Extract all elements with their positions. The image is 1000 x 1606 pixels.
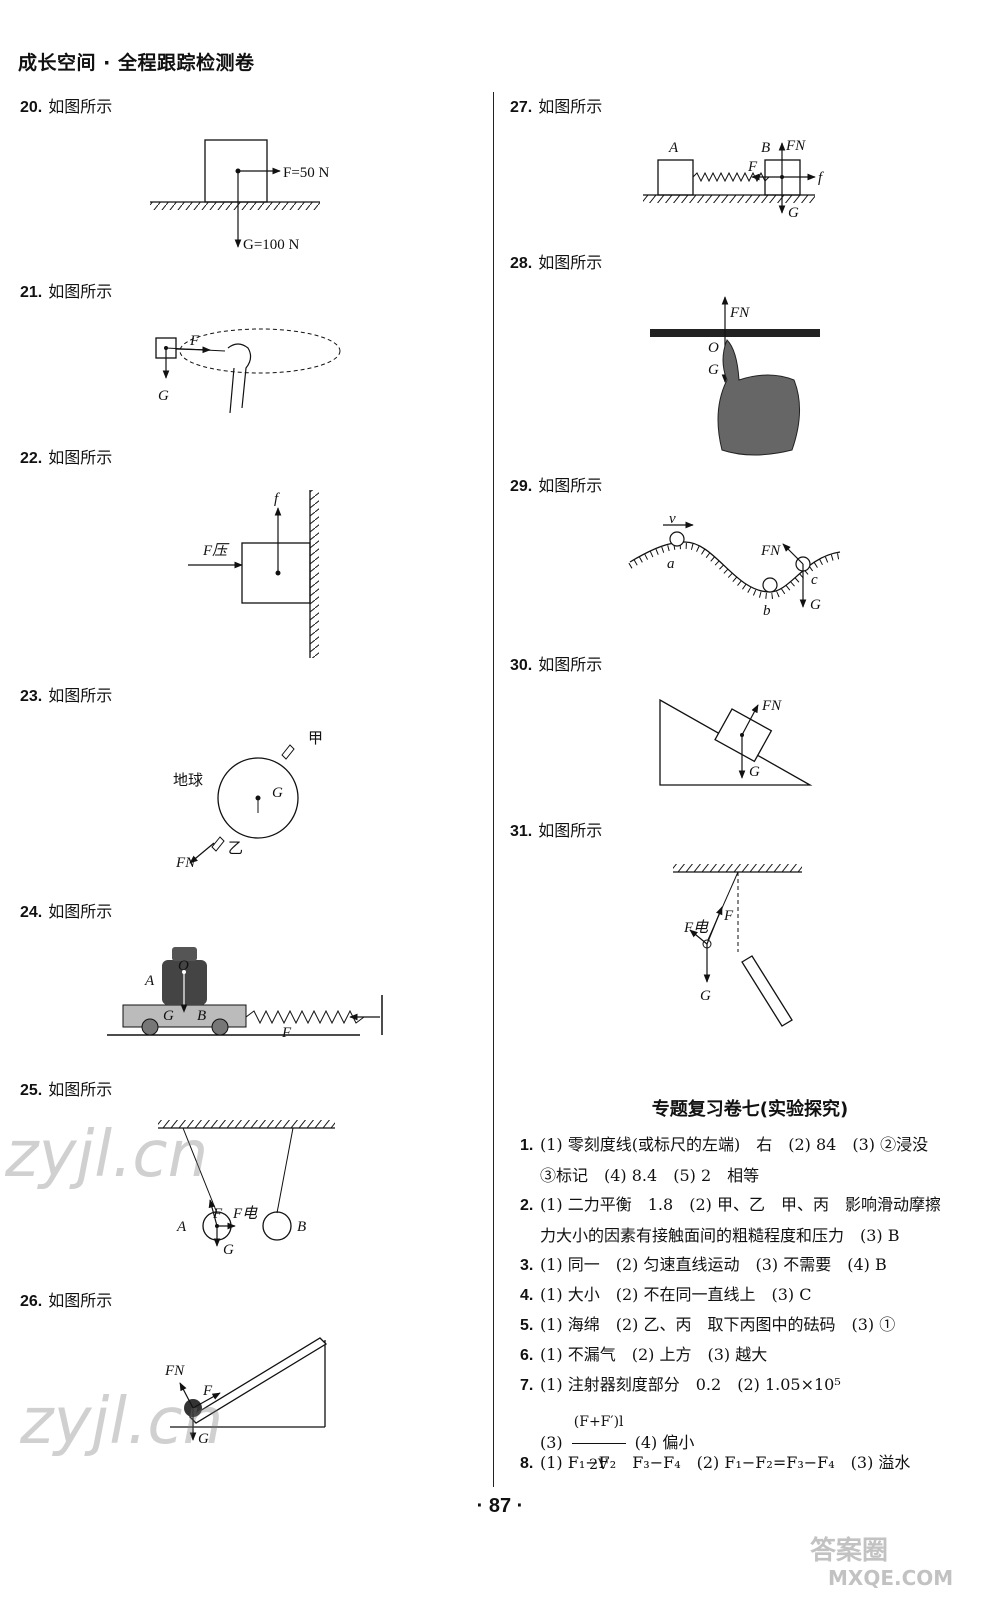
f26-force-label: F bbox=[202, 1383, 213, 1399]
column-divider bbox=[493, 92, 494, 1487]
f27-A-label: A bbox=[668, 140, 679, 156]
question-31-label: 31.如图所示 bbox=[510, 821, 603, 840]
f29-c-label: c bbox=[811, 572, 818, 588]
f27-normal-label: FN bbox=[785, 138, 806, 154]
f23-yi-label: 乙 bbox=[228, 841, 243, 857]
answer-3: 3.(1) 同一 (2) 匀速直线运动 (3) 不需要 (4) B bbox=[520, 1255, 887, 1274]
question-30-label: 30.如图所示 bbox=[510, 655, 603, 674]
figure-27: A B FN F f G bbox=[643, 138, 824, 221]
figure-20: F=50 N G=100 N bbox=[150, 139, 330, 253]
answer-1: 1.(1) 零刻度线(或标尺的左端) 右 (2) 84 (3) ②浸没 ③标记 … bbox=[520, 1135, 929, 1185]
f20-force-label: F=50 N bbox=[283, 165, 330, 181]
f21-gravity-label: G bbox=[158, 388, 169, 404]
figure-25: A B F F电 G bbox=[158, 1120, 335, 1258]
f31-tension-label: F bbox=[723, 908, 734, 924]
f20-gravity-label: G=100 N bbox=[243, 237, 300, 253]
figure-26: FN F G bbox=[164, 1337, 328, 1447]
watermark-3: 答案圈 bbox=[810, 1536, 889, 1566]
answer-2: 2.(1) 二力平衡 1.8 (2) 甲、乙 甲、丙 影响滑动摩擦 力大小的因素… bbox=[520, 1195, 941, 1245]
answer-5: 5.(1) 海绵 (2) 乙、丙 取下丙图中的砝码 (3) ① bbox=[520, 1315, 896, 1334]
f25-B-label: B bbox=[297, 1219, 306, 1235]
f23-earth-label: 地球 bbox=[173, 772, 203, 789]
f24-A-label: A bbox=[144, 973, 155, 989]
f26-gravity-label: G bbox=[198, 1431, 209, 1447]
question-23-label: 23.如图所示 bbox=[20, 686, 113, 705]
section-title: 专题复习卷七(实验探究) bbox=[651, 1099, 849, 1120]
f29-gravity-label: G bbox=[810, 597, 821, 613]
figure-23: 地球 甲 乙 G FN bbox=[173, 731, 323, 871]
f29-velocity-label: v bbox=[669, 511, 676, 527]
figure-28: FN O G bbox=[650, 296, 820, 456]
f27-gravity-label: G bbox=[788, 205, 799, 221]
page-number: · 87 · bbox=[476, 1495, 524, 1517]
figure-21: F G bbox=[155, 328, 341, 414]
f24-O-label: O bbox=[178, 958, 189, 974]
f26-normal-label: FN bbox=[164, 1363, 185, 1379]
figure-30: FN G bbox=[659, 698, 813, 786]
f28-normal-label: FN bbox=[729, 305, 750, 321]
figure-22: f F压 bbox=[188, 490, 319, 658]
question-27-label: 27.如图所示 bbox=[510, 97, 603, 116]
f25-gravity-label: G bbox=[223, 1242, 234, 1258]
f25-tension-label: F bbox=[212, 1206, 223, 1222]
f23-normal-label: FN bbox=[175, 855, 196, 871]
f22-press-label: F压 bbox=[202, 543, 230, 559]
f28-gravity-label: G bbox=[708, 362, 719, 378]
f27-B-label: B bbox=[761, 140, 770, 156]
f24-G-label: G bbox=[163, 1008, 174, 1024]
f23-jia-label: 甲 bbox=[308, 731, 323, 747]
answer-8: 8.(1) F₁−F₂ F₃−F₄ (2) F₁−F₂=F₃−F₄ (3) 溢水 bbox=[520, 1453, 911, 1472]
watermark-1: zyjl.cn bbox=[5, 1118, 209, 1192]
question-29-label: 29.如图所示 bbox=[510, 476, 603, 495]
question-26-label: 26.如图所示 bbox=[20, 1291, 113, 1310]
question-20-label: 20.如图所示 bbox=[20, 97, 113, 116]
f29-a-label: a bbox=[667, 556, 675, 572]
answer-4: 4.(1) 大小 (2) 不在同一直线上 (3) C bbox=[520, 1285, 812, 1304]
f28-O-label: O bbox=[708, 340, 719, 356]
f21-force-label: F bbox=[189, 333, 200, 349]
figure-29: v a b c FN G bbox=[628, 511, 841, 619]
f25-electric-label: F电 bbox=[232, 1205, 258, 1222]
f31-gravity-label: G bbox=[700, 988, 711, 1004]
f29-normal-label: FN bbox=[760, 543, 781, 559]
answer-7: 7.(1) 注射器刻度部分 0.2 (2) 1.05×10⁵ (3) (F+F′… bbox=[520, 1370, 841, 1486]
figure-24: A O G B F bbox=[107, 947, 383, 1041]
f29-b-label: b bbox=[763, 603, 771, 619]
page-header: 成长空间 · 全程跟踪检测卷 bbox=[18, 52, 255, 74]
figure-31: F电 F G bbox=[673, 864, 802, 1027]
watermark-2: zyjl.cn bbox=[20, 1385, 224, 1459]
f24-B-label: B bbox=[197, 1008, 206, 1024]
question-25-label: 25.如图所示 bbox=[20, 1080, 113, 1099]
f23-gravity-label: G bbox=[272, 785, 283, 801]
question-28-label: 28.如图所示 bbox=[510, 253, 603, 272]
question-24-label: 24.如图所示 bbox=[20, 902, 113, 921]
f25-A-label: A bbox=[176, 1219, 187, 1235]
f31-electric-label: F电 bbox=[683, 919, 709, 936]
f24-F-label: F bbox=[281, 1025, 292, 1041]
watermark-4: MXQE.COM bbox=[828, 1566, 954, 1590]
question-21-label: 21.如图所示 bbox=[20, 282, 113, 301]
f30-gravity-label: G bbox=[749, 764, 760, 780]
question-22-label: 22.如图所示 bbox=[20, 448, 113, 467]
f27-friction-label: f bbox=[818, 170, 824, 186]
answer-6: 6.(1) 不漏气 (2) 上方 (3) 越大 bbox=[520, 1345, 768, 1364]
f22-friction-label: f bbox=[274, 491, 280, 507]
f30-normal-label: FN bbox=[761, 698, 782, 714]
f27-spring-label: F bbox=[747, 159, 758, 175]
